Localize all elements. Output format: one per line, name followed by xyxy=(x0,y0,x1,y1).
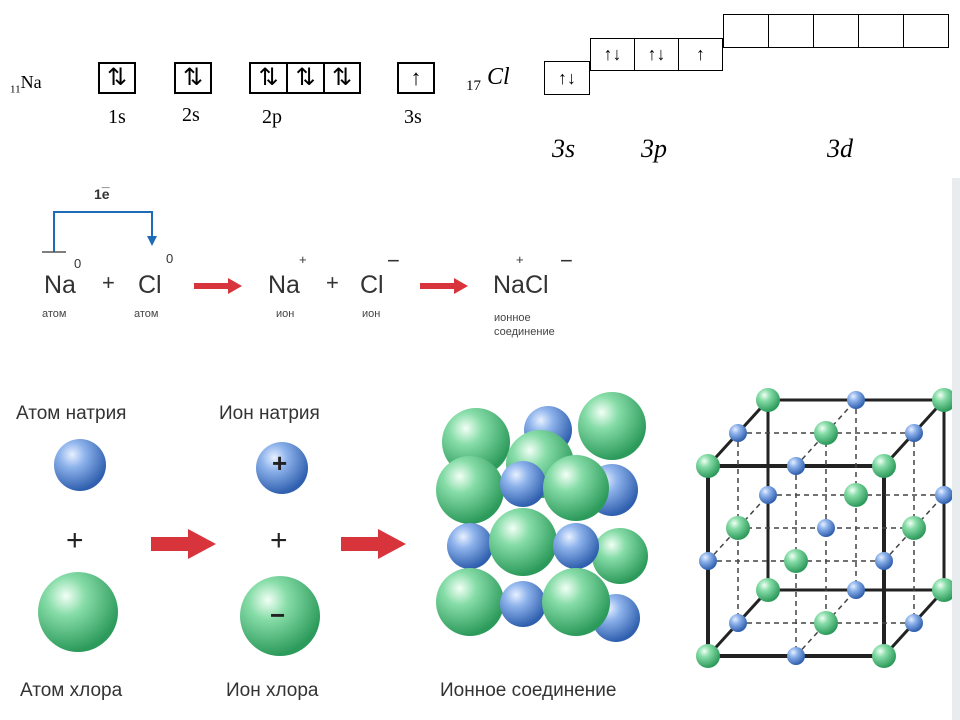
na-2s-arrows: ⇅ xyxy=(182,65,204,91)
eq-product-caption-1: ионное xyxy=(494,312,531,324)
electron-transfer-label: 1e̅ xyxy=(94,186,110,202)
eq-na-caption: атом xyxy=(42,308,67,320)
eq-na-ion: Na xyxy=(268,271,300,299)
na-3s-cell xyxy=(397,62,435,94)
eq-plus-2: + xyxy=(326,270,339,295)
na-3s-label: 3s xyxy=(404,106,422,128)
atoms-illustration xyxy=(38,388,952,668)
na-2s-label: 2s xyxy=(182,104,200,126)
reaction-arrow-2 xyxy=(420,278,468,294)
chlorine-atom-label: Атом хлора xyxy=(20,680,123,701)
cl-3p-cell-1 xyxy=(590,38,635,71)
cl-atomic-number: 17 xyxy=(466,77,481,94)
cl-3p-arrows-2: ↑↓ xyxy=(647,44,666,64)
lattice-ions xyxy=(696,388,952,668)
sodium-ion-label: Ион натрия xyxy=(219,403,320,424)
na-2s-cell xyxy=(174,62,212,94)
cl-3p-arrows-3: ↑ xyxy=(696,44,705,64)
cl-3d-cell-2 xyxy=(768,14,814,48)
eq-product-charge-plus: + xyxy=(516,252,524,267)
na-1s-label: 1s xyxy=(108,106,126,128)
cl-symbol: Cl xyxy=(487,64,510,90)
na-3s-arrows: ↑ xyxy=(410,65,422,90)
eq-product: NaCl xyxy=(493,271,549,299)
eq-cl-caption: атом xyxy=(134,308,159,320)
cl-config-label: 17 Cl xyxy=(466,64,510,95)
sodium-atom-sphere xyxy=(54,439,106,491)
chlorine-ion-charge: − xyxy=(270,600,286,630)
na-2p-arrows-3: ⇅ xyxy=(331,65,353,91)
eq-cl: Cl xyxy=(138,271,162,299)
sodium-atom-label: Атом натрия xyxy=(16,403,127,424)
cl-3p-cell-2 xyxy=(634,38,679,71)
cl-3d-cell-3 xyxy=(813,14,859,48)
eq-na-ion-charge: + xyxy=(299,252,307,267)
plus-sign-2: + xyxy=(270,524,288,557)
na-2p-arrows-2: ⇅ xyxy=(295,65,316,91)
cl-3p-arrows-1: ↑↓ xyxy=(603,44,622,64)
na-2p-arrows-1: ⇅ xyxy=(258,65,279,91)
na-atomic-number: 11 xyxy=(10,83,21,96)
plus-sign-1: + xyxy=(66,524,84,557)
na-config-label: 11Na xyxy=(10,72,42,96)
eq-cl-ion-caption: ион xyxy=(362,308,381,320)
eq-plus-1: + xyxy=(102,270,115,295)
chlorine-ion-label: Ион хлора xyxy=(226,680,319,701)
cl-3d-cell-1 xyxy=(723,14,769,48)
eq-cl-ion-charge: − xyxy=(387,248,400,273)
na-1s-cell xyxy=(98,62,136,94)
cl-3d-cell-5 xyxy=(903,14,949,48)
right-edge-panel xyxy=(952,178,960,720)
illustration-arrow-2 xyxy=(341,529,406,559)
ionic-compound-label: Ионное соединение xyxy=(440,680,617,701)
na-symbol: Na xyxy=(20,72,42,92)
cl-3d-label: 3d xyxy=(827,134,853,163)
eq-product-charge-minus: − xyxy=(560,248,573,273)
cl-3p-cell-3 xyxy=(678,38,723,71)
na-2p-cell-3 xyxy=(323,62,361,94)
packed-crystal xyxy=(436,392,648,642)
cl-3s-label: 3s xyxy=(552,134,576,163)
na-2p-cell-1 xyxy=(249,62,288,94)
electron-transfer-bracket xyxy=(42,211,157,253)
chlorine-atom-sphere xyxy=(38,572,118,652)
eq-cl-charge: 0 xyxy=(166,251,174,266)
sodium-ion-sphere xyxy=(256,442,308,494)
cl-3p-label: 3p xyxy=(641,134,667,163)
illustration-arrow-1 xyxy=(151,529,216,559)
chlorine-ion-sphere xyxy=(240,576,320,656)
cl-3s-arrows: ↑↓ xyxy=(558,68,576,88)
sodium-ion-charge: + xyxy=(272,448,288,478)
eq-na-ion-caption: ион xyxy=(276,308,295,320)
cl-3s-cell xyxy=(544,61,590,95)
eq-product-caption-2: соединение xyxy=(494,326,555,338)
eq-na: Na xyxy=(44,271,76,299)
eq-cl-ion: Cl xyxy=(360,271,384,299)
na-1s-arrows: ⇅ xyxy=(106,65,128,91)
cl-3d-cell-4 xyxy=(858,14,904,48)
reaction-arrow-1 xyxy=(194,278,242,294)
na-2p-label: 2p xyxy=(262,106,282,128)
eq-na-charge: 0 xyxy=(74,256,82,271)
